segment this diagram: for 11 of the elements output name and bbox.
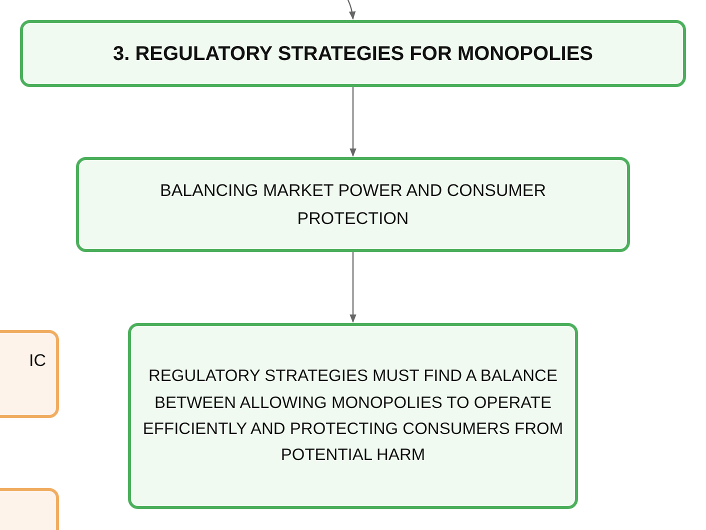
topic-box	[76, 157, 630, 252]
topic-text: 3. REGULATORY STRATEGIES FOR MONOPOLIES	[112, 42, 594, 66]
topic-text: REGULATORY STRATEGIES MUST FIND A BALANCE BETWEEN ALLOWING MONOPOLIES TO OPERATE EFFICIENTLY AND PROTECTING CONSUMERS FROM POTENTIAL HARM	[142, 366, 564, 466]
topic-text: IC	[29, 350, 46, 372]
topic-box	[20, 20, 686, 87]
topic-box	[128, 323, 578, 509]
arrow	[350, 87, 356, 157]
topic-box	[0, 330, 59, 418]
arrow	[347, 0, 356, 20]
topic-text: BALANCING MARKET POWER AND CONSUMER PROTECTION	[158, 180, 548, 230]
arrow	[350, 252, 356, 323]
